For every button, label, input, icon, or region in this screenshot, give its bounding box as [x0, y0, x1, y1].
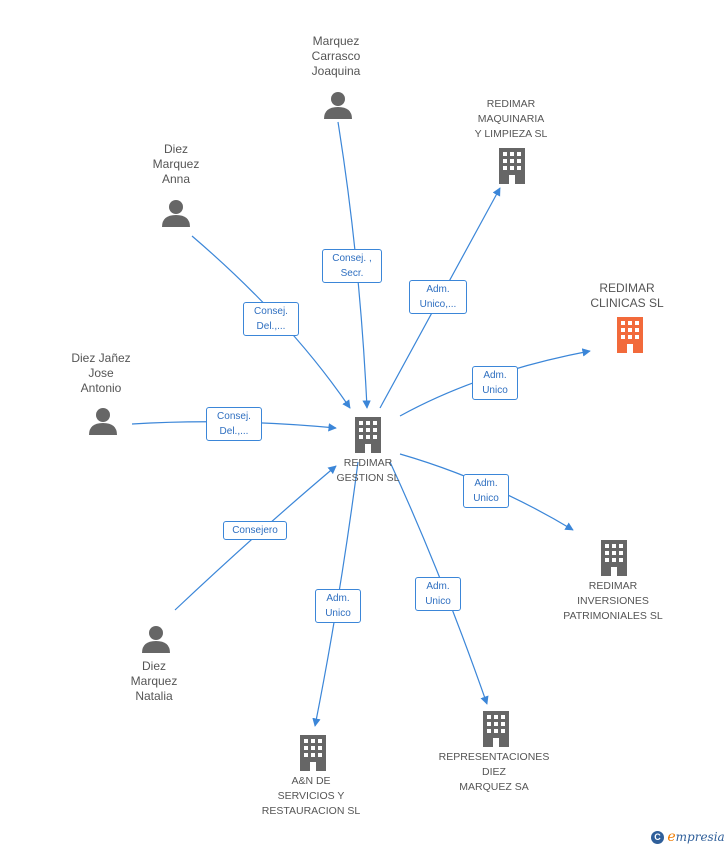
- node-label-redimar-clinicas[interactable]: REDIMAR CLINICAS SL: [590, 281, 664, 310]
- edge-label-consej-secr: Consej. , Secr.: [322, 249, 382, 283]
- building-icon-highlighted[interactable]: [615, 317, 645, 353]
- edge-label-consej-del-janez: Consej. Del.,...: [206, 407, 262, 441]
- brand-first-letter: e: [667, 829, 676, 845]
- node-label-redimar-inversiones[interactable]: REDIMAR INVERSIONES PATRIMONIALES SL: [563, 580, 663, 622]
- edge-label-adm-unico-ayn: Adm. Unico: [315, 589, 361, 623]
- person-icon[interactable]: [88, 407, 118, 435]
- brand-name: mpresia: [675, 830, 725, 844]
- copyright-icon: C: [651, 831, 664, 845]
- person-icon[interactable]: [141, 625, 171, 653]
- node-label-redimar-gestion[interactable]: REDIMAR GESTION SL: [336, 457, 400, 484]
- edge-label-consej-del-anna: Consej. Del.,...: [243, 302, 299, 336]
- building-icon[interactable]: [298, 735, 328, 771]
- building-icon[interactable]: [599, 540, 629, 576]
- building-icon[interactable]: [481, 711, 511, 747]
- node-label-diez-janez[interactable]: Diez Jañez Jose Antonio: [71, 351, 131, 395]
- edge-label-adm-unico-inversiones: Adm. Unico: [463, 474, 509, 508]
- edge-gestion-to-representaciones: [389, 461, 489, 705]
- empresia-logo[interactable]: C empresia: [651, 829, 725, 845]
- edge-label-consejero: Consejero: [223, 521, 287, 540]
- node-label-redimar-maquinaria[interactable]: REDIMAR MAQUINARIA Y LIMPIEZA SL: [474, 98, 548, 140]
- person-icon[interactable]: [161, 199, 191, 227]
- edge-label-adm-unico-representaciones: Adm. Unico: [415, 577, 461, 611]
- node-label-diez-marquez-anna[interactable]: Diez Marquez Anna: [152, 142, 200, 186]
- building-icon[interactable]: [353, 417, 383, 453]
- edge-label-adm-unico-clinicas: Adm. Unico: [472, 366, 518, 400]
- building-icon[interactable]: [497, 148, 527, 184]
- edge-label-adm-unico-maquinaria: Adm. Unico,...: [409, 280, 467, 314]
- node-label-ayn-servicios[interactable]: A&N DE SERVICIOS Y RESTAURACION SL: [261, 775, 361, 817]
- node-label-representaciones[interactable]: REPRESENTACIONES DIEZ MARQUEZ SA: [438, 751, 550, 793]
- node-label-marquez-carrasco[interactable]: Marquez Carrasco Joaquina: [311, 34, 361, 78]
- node-label-diez-marquez-natalia[interactable]: Diez Marquez Natalia: [130, 659, 178, 703]
- person-icon[interactable]: [323, 91, 353, 119]
